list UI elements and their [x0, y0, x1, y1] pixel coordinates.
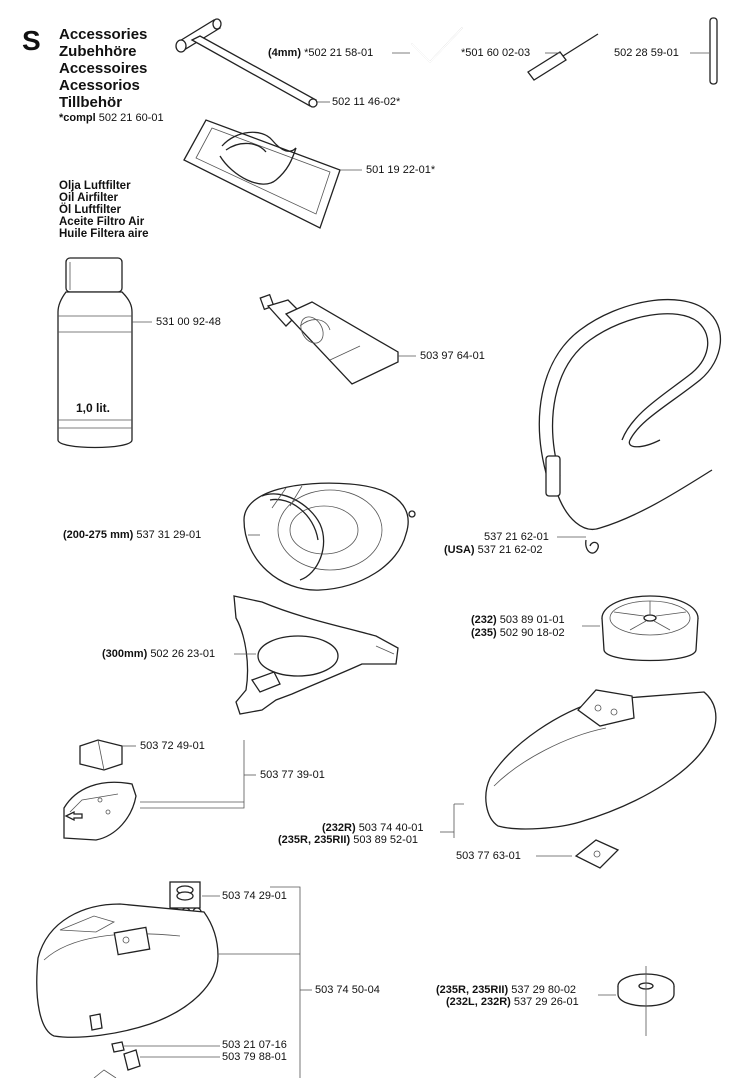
- part-label-small-guard: 503 77 39-01: [260, 769, 325, 781]
- screwdriver-drawing: [527, 33, 599, 81]
- part-label-hex-key: (4mm) *502 21 58-01: [268, 47, 374, 59]
- part-label-washer-232l: (232L, 232R) 537 29 26-01: [446, 996, 579, 1008]
- oil-heading-line: Aceite Filtro Air: [59, 216, 145, 228]
- guard-300-drawing: [233, 595, 399, 715]
- part-label-tbar-wrench: 502 11 46-02*: [332, 96, 401, 108]
- part-label-oil: 531 00 92-48: [156, 316, 221, 328]
- part-label-bracket: 503 72 49-01: [140, 740, 205, 752]
- harness-drawing: [538, 298, 721, 554]
- plate-drawing: [536, 839, 620, 869]
- oil-heading-line: Olja Luftfilter: [59, 180, 131, 192]
- small-guard-drawing: [63, 740, 256, 841]
- bracket-drawing: [79, 739, 136, 771]
- part-label-cup-232: (232) 503 89 01-01: [471, 614, 565, 626]
- tbar-wrench-drawing: [175, 18, 330, 108]
- part-label-blade-guard-232r: (232R) 503 74 40-01: [322, 822, 424, 834]
- rod-drawing: [690, 17, 718, 85]
- part-label-harness: 537 21 62-01: [484, 531, 549, 543]
- section-letter: S: [22, 25, 41, 56]
- tool-bag-drawing: [183, 119, 362, 229]
- part-label-washer-235r: (235R, 235RII) 537 29 80-02: [436, 984, 577, 996]
- cup-drawing: [582, 595, 699, 662]
- part-label-plate: 503 77 63-01: [456, 850, 521, 862]
- oil-heading-line: Huile Filtera aire: [59, 228, 149, 240]
- part-label-blade-guard-235r: (235R, 235RII) 503 89 52-01: [278, 834, 419, 846]
- compl-label: *compl: [59, 112, 96, 124]
- heading-line: Zubehhöre: [59, 43, 137, 60]
- heading-line: Accessories: [59, 26, 148, 43]
- part-label-screwdriver: *501 60 02-03: [461, 47, 531, 59]
- trimmer-guard-drawing: [243, 482, 416, 591]
- part-label-screw: 503 21 07-16: [222, 1039, 287, 1051]
- part-label-kit: 503 74 29-01: [222, 890, 287, 902]
- part-label-trimmer-guard: (200-275 mm) 537 31 29-01: [63, 529, 202, 541]
- part-label-harness-usa: (USA) 537 21 62-02: [444, 544, 543, 556]
- compl-number: 502 21 60-01: [98, 112, 164, 124]
- big-guard-drawing: [36, 886, 312, 1078]
- washer-drawing: [598, 966, 675, 1036]
- bottle-label: 1,0 lit.: [76, 401, 111, 415]
- part-label-guard-300: (300mm) 502 26 23-01: [102, 648, 216, 660]
- heading-line: Acessorios: [59, 77, 140, 94]
- part-label-rod: 502 28 59-01: [614, 47, 679, 59]
- grease-tube-drawing: [259, 293, 416, 385]
- part-label-big-guard: 503 74 50-04: [315, 984, 380, 996]
- compl-note: *compl 502 21 60-01: [59, 112, 164, 125]
- heading-line: Accessoires: [59, 60, 148, 77]
- oil-heading-line: Oil Airfilter: [59, 192, 118, 204]
- part-label-clip: 503 79 88-01: [222, 1051, 287, 1063]
- oil-bottle-drawing: [57, 257, 152, 449]
- part-label-grease-tube: 503 97 64-01: [420, 350, 485, 362]
- heading-line: Tillbehör: [59, 94, 123, 111]
- blade-guard-drawing: [440, 689, 717, 838]
- part-label-cup-235: (235) 502 90 18-02: [471, 627, 565, 639]
- part-label-tool-bag: 501 19 22-01*: [366, 164, 436, 176]
- hex-key-drawing: [392, 27, 463, 64]
- oil-heading-line: Öl Luftfilter: [59, 204, 121, 216]
